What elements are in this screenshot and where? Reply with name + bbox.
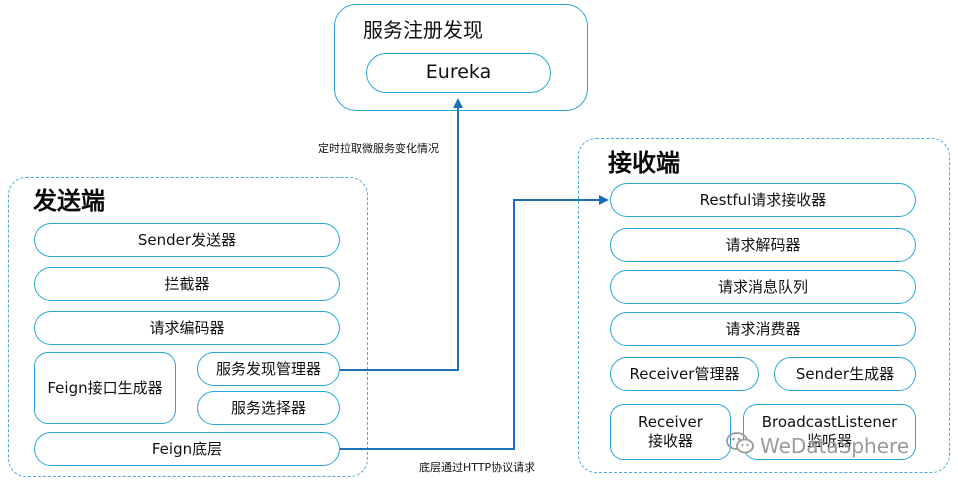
sender-panel: [8, 177, 368, 477]
sender-generator-node: Sender生成器: [774, 357, 916, 391]
registry-title: 服务注册发现: [363, 18, 483, 42]
broadcast-listener-node: BroadcastListener 监听器: [743, 404, 916, 460]
restful-receiver-node: Restful请求接收器: [610, 183, 916, 217]
interceptor-node: 拦截器: [34, 267, 340, 301]
receiver-panel: [578, 138, 950, 473]
decoder-node: 请求解码器: [610, 228, 916, 262]
wechat-icon: [726, 431, 754, 460]
broadcast-node-line1: BroadcastListener: [761, 413, 898, 432]
sender-title: 发送端: [33, 187, 105, 215]
registry-panel: [334, 4, 588, 111]
receiver-node-line2: 接收器: [647, 432, 693, 450]
receiver-title: 接收端: [608, 149, 680, 177]
watermark-text: WeDataSphere: [760, 433, 910, 458]
broadcast-node-line2: 监听器: [806, 432, 852, 450]
service-selector-node: 服务选择器: [197, 391, 340, 425]
queue-node: 请求消息队列: [610, 270, 916, 304]
eureka-node: Eureka: [366, 53, 551, 93]
feign-base-node: Feign底层: [34, 432, 340, 466]
receiver-node: Receiver 接收器: [610, 404, 731, 460]
consumer-node: 请求消费器: [610, 312, 916, 346]
watermark: WeDataSphere: [726, 431, 909, 460]
discovery-manager-node: 服务发现管理器: [197, 352, 340, 386]
feign-to-restful-arrow: [340, 195, 609, 450]
http-label: 底层通过HTTP协议请求: [419, 461, 536, 474]
receiver-manager-node: Receiver管理器: [610, 357, 759, 391]
receiver-node-line1: Receiver: [638, 413, 703, 432]
encoder-node: 请求编码器: [34, 311, 340, 345]
feign-generator-node: Feign接口生成器: [34, 352, 176, 424]
sender-node: Sender发送器: [34, 223, 340, 257]
pull-label: 定时拉取微服务变化情况: [318, 142, 439, 155]
discovery-to-eureka-arrow: [340, 98, 463, 371]
